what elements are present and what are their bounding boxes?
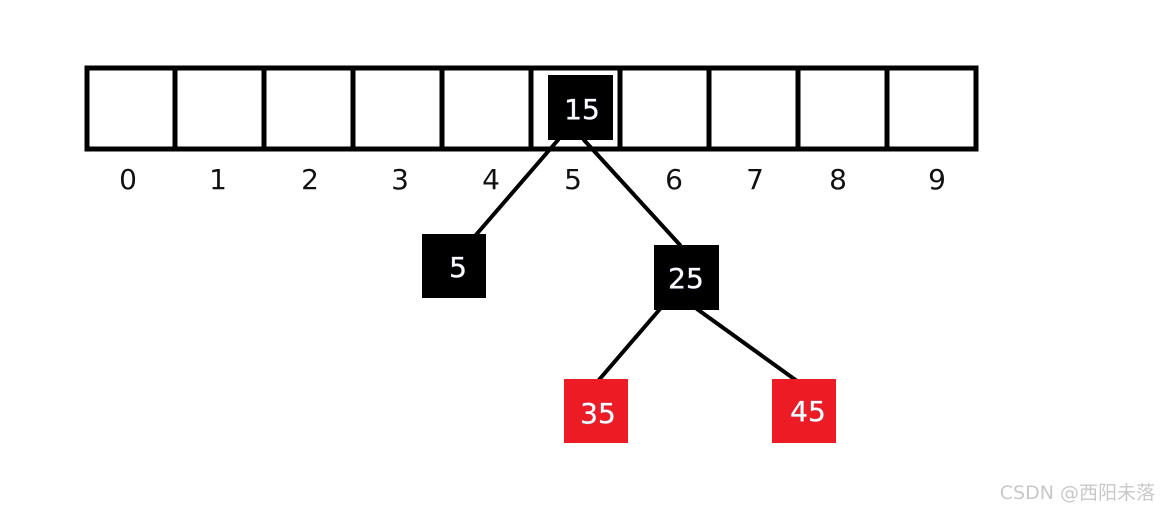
index-label-7: 7	[746, 163, 764, 196]
node-label-5: 5	[449, 251, 467, 284]
edge-15-25	[582, 138, 682, 247]
tree-nodes: 15 5 25 35 45	[422, 75, 836, 443]
edge-25-45	[695, 307, 799, 383]
bucket-array	[84, 65, 979, 152]
node-label-15: 15	[564, 93, 600, 126]
index-label-2: 2	[301, 163, 319, 196]
index-label-0: 0	[119, 163, 137, 196]
bucket-cell-0	[84, 65, 178, 152]
bucket-cell-6	[617, 65, 712, 152]
tree-node-15: 15	[548, 75, 613, 140]
node-label-35: 35	[580, 397, 616, 430]
index-label-5: 5	[564, 163, 582, 196]
bucket-cell-3	[350, 65, 445, 152]
index-label-6: 6	[665, 163, 683, 196]
node-box-25	[654, 245, 719, 310]
tree-edges	[473, 138, 799, 383]
edge-15-5	[473, 138, 560, 238]
bucket-cell-4	[439, 65, 534, 152]
bucket-cell-1	[172, 65, 267, 152]
node-box-15	[548, 75, 613, 140]
watermark: CSDN @西阳未落	[999, 482, 1155, 504]
bucket-cell-8	[795, 65, 890, 152]
index-label-1: 1	[209, 163, 227, 196]
edge-25-35	[596, 307, 662, 383]
tree-node-25: 25	[654, 245, 719, 310]
index-label-8: 8	[829, 163, 847, 196]
index-label-4: 4	[482, 163, 500, 196]
bucket-cell-9	[884, 65, 979, 152]
tree-node-35: 35	[564, 379, 628, 443]
tree-node-45: 45	[772, 379, 836, 443]
index-label-3: 3	[391, 163, 409, 196]
node-box-35	[564, 379, 628, 443]
node-label-45: 45	[790, 395, 826, 428]
bucket-cell-7	[706, 65, 801, 152]
index-labels: 0 1 2 3 4 5 6 7 8 9	[119, 163, 946, 196]
tree-node-5: 5	[422, 234, 486, 298]
index-label-9: 9	[928, 163, 946, 196]
bucket-cell-2	[261, 65, 356, 152]
node-box-45	[772, 379, 836, 443]
node-label-25: 25	[668, 262, 704, 295]
node-box-5	[422, 234, 486, 298]
